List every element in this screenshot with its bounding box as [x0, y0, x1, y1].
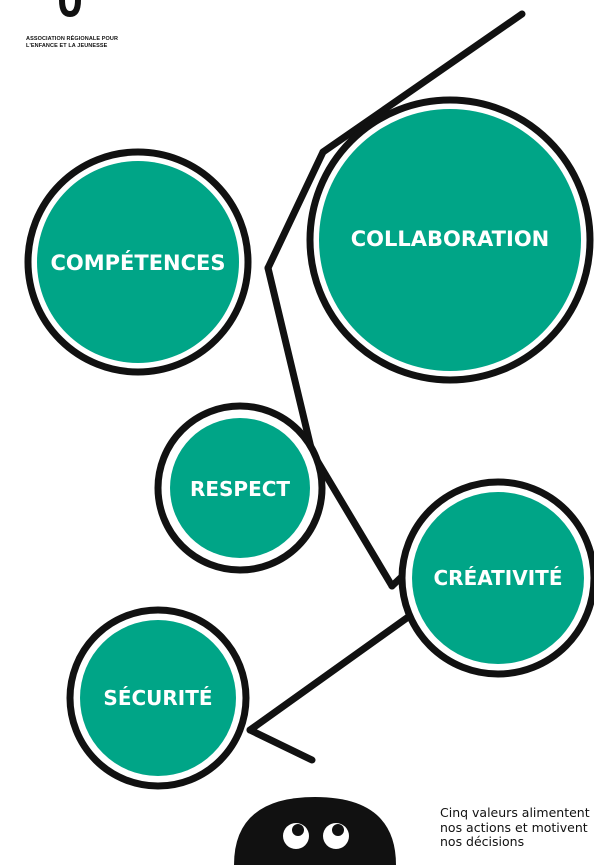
title-fragment: [59, 0, 81, 18]
value-respect-label: RESPECT: [190, 477, 290, 501]
mascot-eyes-icon: [234, 797, 396, 865]
value-competences: COMPÉTENCES: [24, 148, 252, 376]
value-respect: RESPECT: [154, 402, 326, 574]
values-caption: Cinq valeurs alimentent nos actions et m…: [440, 805, 590, 850]
value-creativite-label: CRÉATIVITÉ: [434, 566, 563, 590]
caption-line-3: nos décisions: [440, 834, 525, 849]
value-securite: SÉCURITÉ: [66, 606, 250, 790]
caption-line-1: Cinq valeurs alimentent: [440, 805, 590, 820]
organization-line-1: ASSOCIATION RÉGIONALE POUR: [26, 36, 119, 42]
organization-line-2: L'ENFANCE ET LA JEUNESSE: [26, 42, 108, 49]
value-securite-label: SÉCURITÉ: [103, 686, 212, 710]
organization-name: ASSOCIATION RÉGIONALE POUR L'ENFANCE ET …: [26, 36, 118, 49]
caption-line-2: nos actions et motivent: [440, 819, 588, 835]
value-competences-label: COMPÉTENCES: [50, 250, 225, 275]
value-collaboration-label: COLLABORATION: [351, 227, 550, 251]
value-creativite: CRÉATIVITÉ: [398, 478, 594, 678]
value-collaboration: COLLABORATION: [306, 96, 594, 384]
